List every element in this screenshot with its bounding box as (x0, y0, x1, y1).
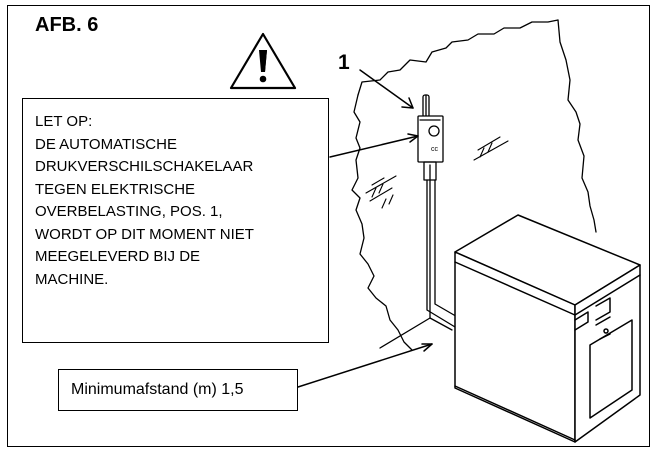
warning-line: DRUKVERSCHILSCHAKELAAR (35, 158, 254, 175)
warning-note: LET OP: DE AUTOMATISCHE DRUKVERSCHILSCHA… (22, 98, 329, 343)
warning-line: MEEGELEVERD BIJ DE (35, 248, 201, 265)
warning-line: TEGEN ELEKTRISCHE (35, 180, 196, 198)
machine-cabinet (454, 214, 641, 443)
warning-line: WORDT OP DIT MOMENT NIET (35, 225, 254, 243)
wall-hatch-marks (365, 136, 509, 209)
callout-arrows (297, 69, 433, 388)
callout-number: 1 (338, 51, 350, 74)
wall-outline (351, 19, 597, 351)
minimum-distance-label: Minimumafstand (m) 1,5 (58, 369, 298, 411)
figure-title: AFB. 6 (35, 14, 99, 36)
switch-label: cc (431, 146, 439, 153)
warning-heading: LET OP: (35, 113, 93, 130)
warning-line: OVERBELASTING, POS. 1, (35, 203, 223, 220)
pressure-switch: cc (417, 94, 444, 181)
minimum-distance-text: Minimumafstand (m) 1,5 (71, 381, 244, 398)
warning-line: DE AUTOMATISCHE (35, 135, 177, 153)
warning-line: MACHINE. (35, 270, 109, 288)
warning-triangle-icon (229, 32, 297, 90)
